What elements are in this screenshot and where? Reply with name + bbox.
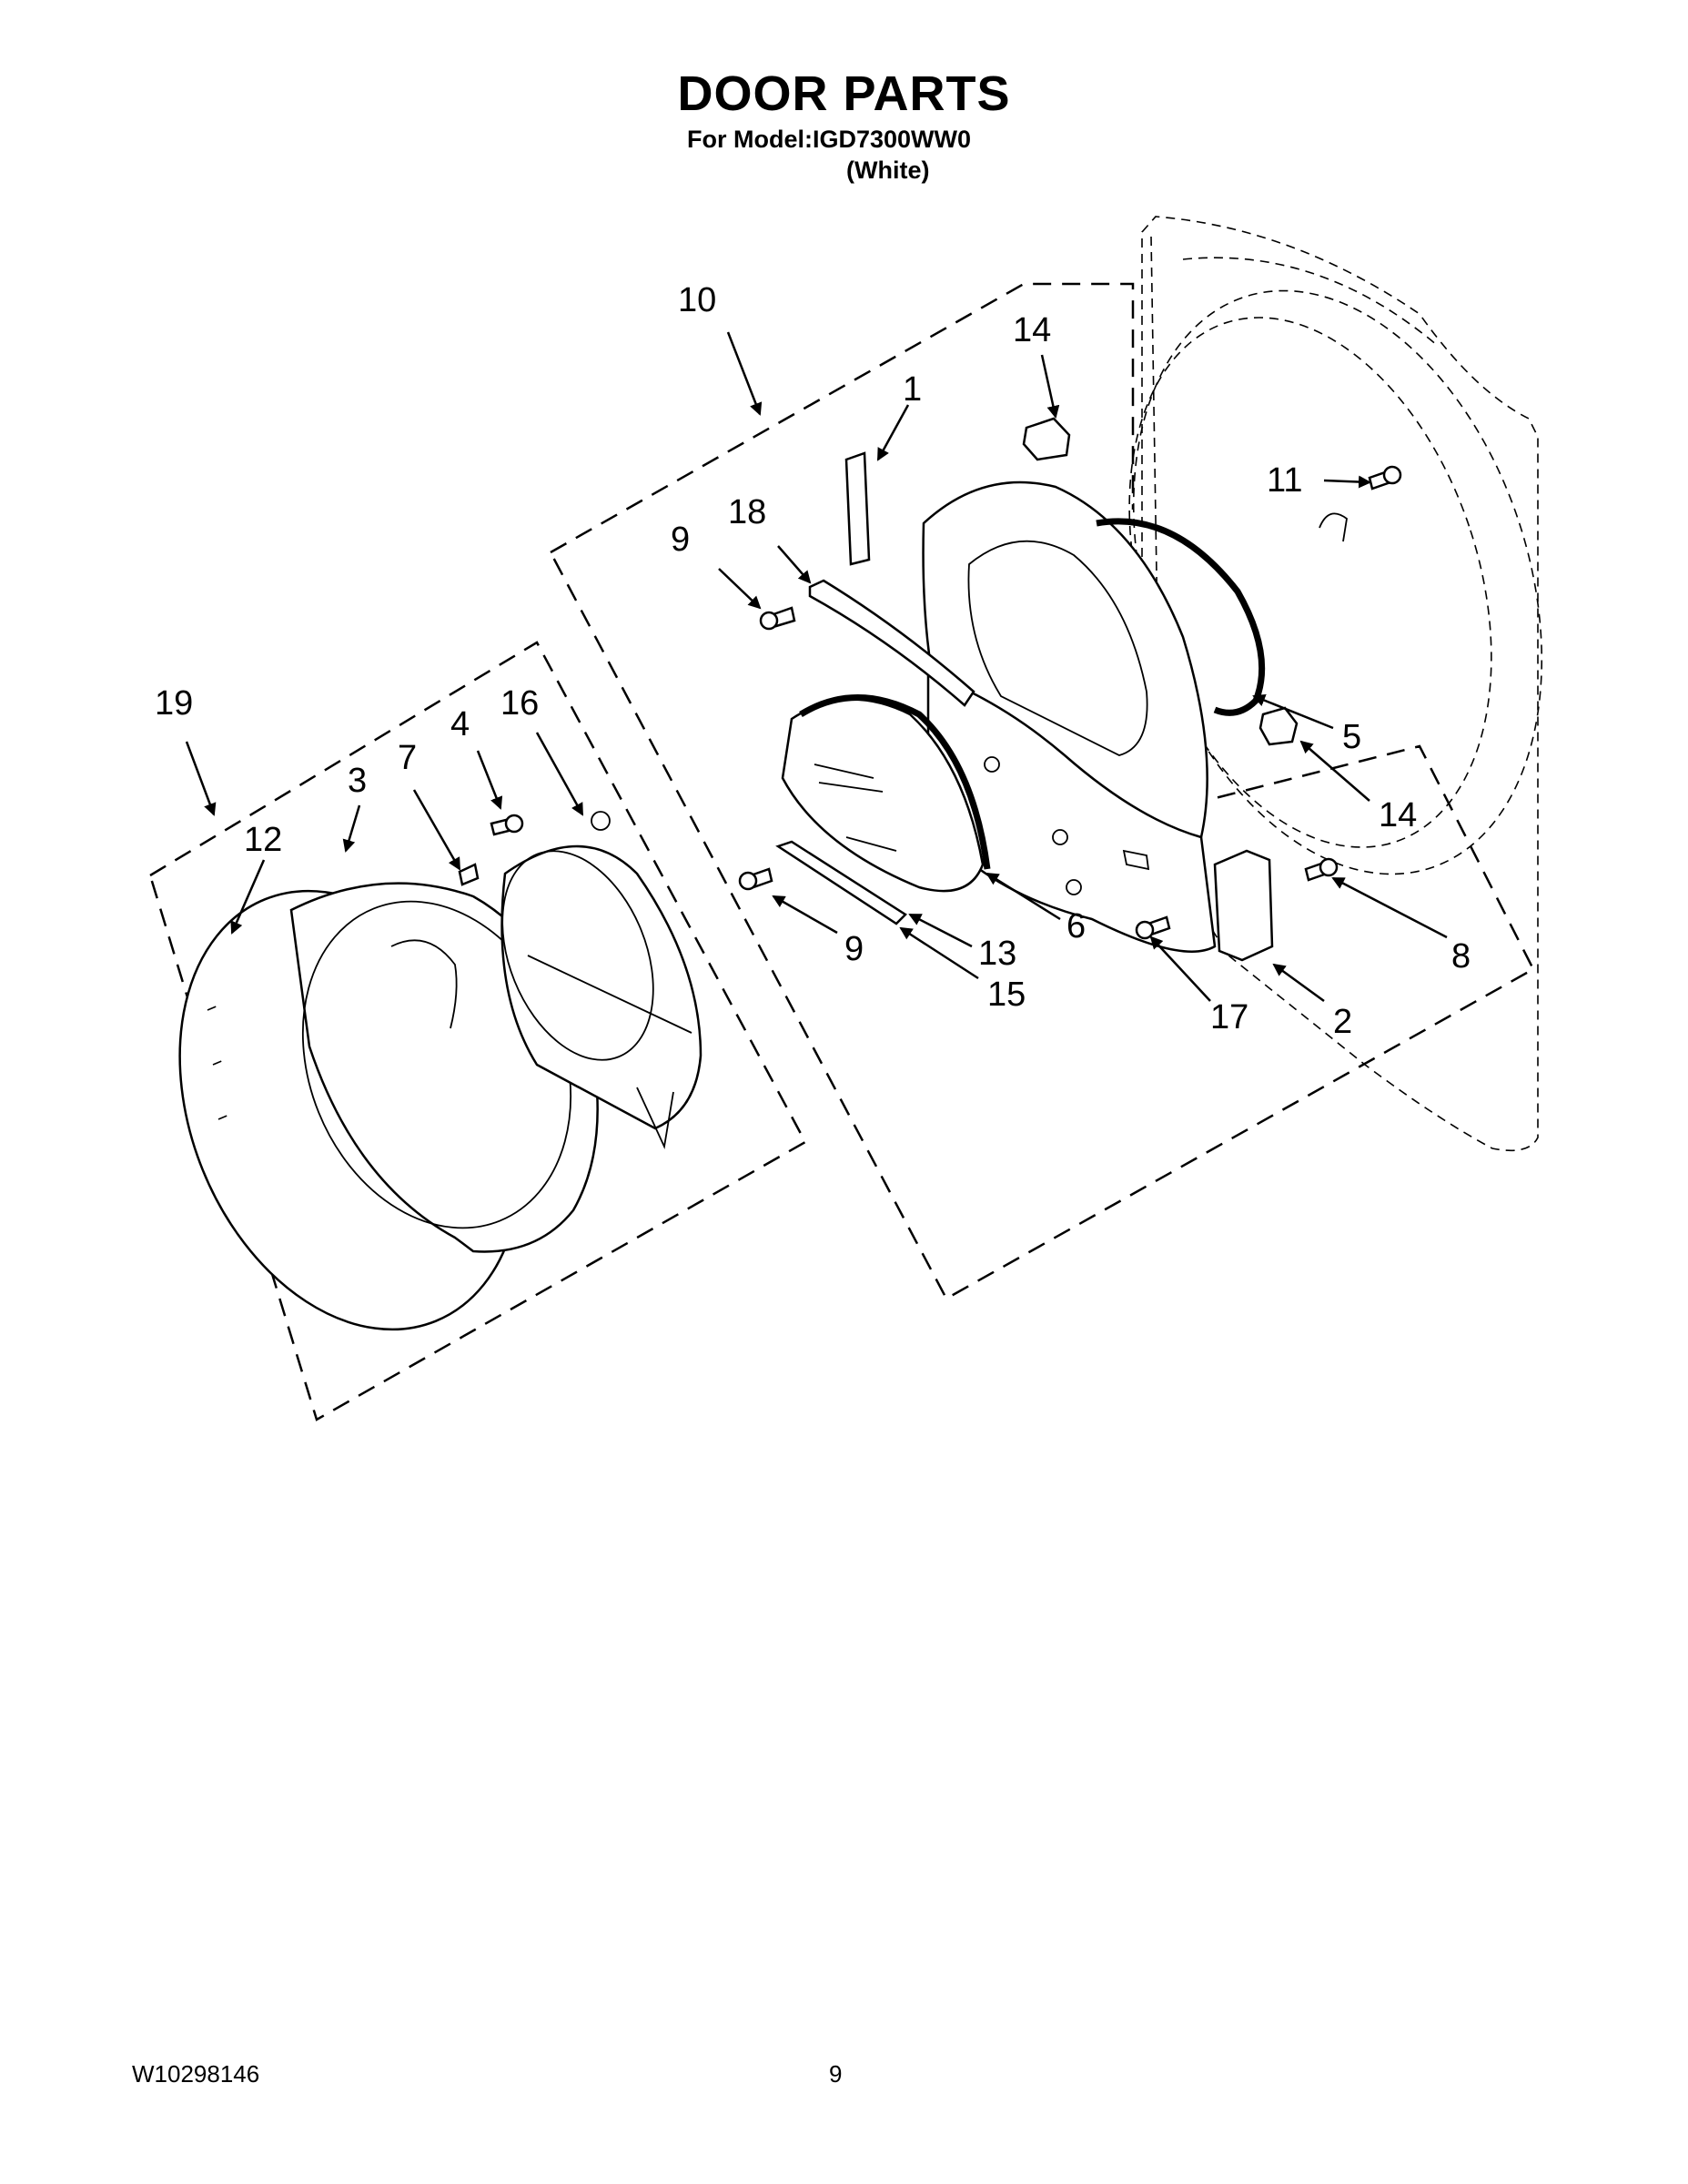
callout-11: 11 [1267, 461, 1302, 500]
screw-4 [490, 814, 524, 836]
callout-13: 13 [978, 935, 1016, 973]
assembly-10-boundary [549, 282, 1535, 1300]
callout-8: 8 [1451, 937, 1471, 976]
screw-9a [759, 606, 796, 631]
latch-plate-14a [1022, 417, 1071, 461]
leader-arrows [185, 331, 1448, 1003]
seal-5 [1096, 518, 1266, 716]
callout-2: 2 [1333, 1003, 1352, 1041]
color-line: (White) [846, 157, 930, 184]
callout-12: 12 [244, 821, 282, 859]
assembly-19-boundary [148, 641, 807, 1421]
callout-14-top: 14 [1013, 311, 1051, 349]
callout-5: 5 [1342, 718, 1361, 756]
callout-4: 4 [450, 705, 470, 743]
callout-19: 19 [155, 684, 193, 723]
callout-3: 3 [348, 762, 367, 800]
screw-17 [1135, 915, 1171, 940]
hinge-2 [1213, 849, 1274, 962]
inner-door [500, 811, 702, 1150]
screw-11 [1368, 465, 1402, 490]
brace-18 [808, 579, 975, 707]
page-number: 9 [829, 2060, 843, 2088]
doc-number: W10298146 [132, 2060, 260, 2088]
page-title: DOOR PARTS [677, 66, 1011, 121]
callout-17: 17 [1210, 998, 1248, 1036]
callout-7: 7 [398, 739, 417, 777]
callout-14-bottom: 14 [1379, 796, 1417, 834]
callout-15: 15 [987, 976, 1026, 1014]
callout-6: 6 [1066, 907, 1086, 945]
strike-7 [458, 863, 480, 886]
screw-9b [738, 867, 773, 891]
callout-10: 10 [678, 281, 716, 319]
handle-1 [844, 451, 871, 566]
screw-8 [1304, 857, 1339, 882]
model-line: For Model:IGD7300WW0 [687, 126, 972, 153]
callout-1: 1 [903, 370, 922, 409]
callout-9-top: 9 [671, 521, 690, 559]
inner-glass-and-gasket [781, 694, 991, 893]
callout-9-bottom: 9 [844, 930, 864, 968]
callout-18: 18 [728, 493, 766, 531]
callout-16: 16 [500, 684, 539, 723]
latch-plate-14b [1258, 706, 1299, 746]
strip-15 [775, 840, 907, 925]
